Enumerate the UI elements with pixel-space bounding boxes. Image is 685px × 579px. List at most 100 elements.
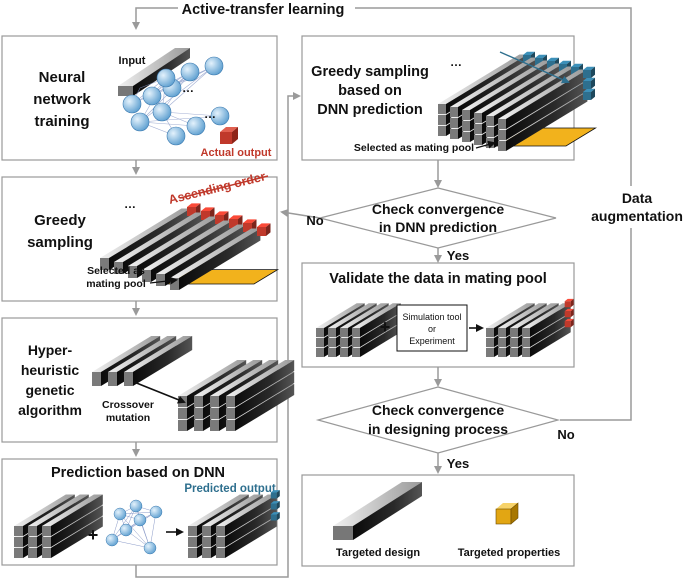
prediction-output-stack [188, 490, 280, 558]
simulation-tool-1: Simulation tool [402, 312, 461, 322]
nn-ellipsis-1: … [182, 81, 194, 95]
nn-edge [139, 71, 191, 123]
cap-cube [564, 308, 574, 318]
bar-end [216, 526, 225, 536]
bar-end [352, 348, 360, 357]
bar-end [450, 129, 458, 139]
cube-front [243, 223, 252, 232]
stack-bar [226, 360, 295, 407]
greedy-cap [257, 223, 271, 236]
simulation-tool-2: or [428, 324, 436, 334]
bar-end [510, 348, 518, 357]
predicted-output-label: Predicted output [184, 483, 276, 495]
bar-end [100, 258, 109, 270]
bar-end [202, 548, 211, 558]
nn-edge [161, 111, 221, 117]
stack-bar [216, 494, 277, 536]
cube-front [187, 207, 196, 216]
bar-end [178, 420, 187, 431]
bar-end [28, 548, 37, 558]
bar-top [328, 303, 377, 328]
bar-end [216, 537, 225, 547]
cube-front [583, 92, 591, 100]
nn-node [166, 126, 186, 146]
bar-side [530, 323, 571, 357]
cube-front [564, 311, 571, 318]
bar-side [506, 91, 588, 151]
bar-end [226, 396, 235, 407]
prediction-network [105, 499, 163, 555]
nn-edge [151, 65, 215, 97]
pred-node [119, 523, 133, 537]
nn-node [186, 116, 206, 136]
bar-end [498, 328, 506, 337]
bar-top [156, 224, 247, 274]
greedy-dnn-title-3: DNN prediction [317, 102, 423, 118]
bar-end [188, 526, 197, 536]
cube-front [270, 514, 277, 521]
cap-cube [564, 318, 574, 328]
convergence-dnn-diamond [319, 187, 557, 249]
bar-top [522, 303, 571, 328]
greedy-pool-label-2: mating pool [86, 278, 146, 290]
bar-end [450, 107, 458, 117]
cube-front [229, 219, 238, 228]
pred-node [113, 507, 127, 521]
bar-end [128, 266, 137, 278]
cube-top [547, 57, 559, 61]
bar-end [486, 328, 494, 337]
cube-front [535, 58, 543, 66]
bar-end [42, 548, 51, 558]
input-label: Input [119, 55, 146, 67]
convergence-design-text-2: in designing process [368, 421, 508, 437]
bar-top [128, 216, 219, 266]
cap-cube [270, 490, 280, 499]
bar-end [340, 328, 348, 337]
bar-top [142, 220, 233, 270]
validate-title: Validate the data in mating pool [329, 271, 547, 287]
bar-end [474, 124, 482, 134]
bar-end [202, 537, 211, 547]
bar-end [226, 420, 235, 431]
validate-output-stack [486, 298, 574, 357]
bar-side [235, 384, 295, 431]
pred-node [133, 513, 147, 527]
bar-top [226, 360, 295, 396]
ga-op-1: Crossover [102, 399, 154, 411]
cap-cube [564, 298, 574, 308]
bar-end [474, 113, 482, 123]
bar-end [108, 372, 117, 386]
augmentation-label-2: augmentation [591, 208, 683, 224]
cube-side [591, 88, 595, 100]
cube-top [229, 215, 243, 219]
genetic-title-2: heuristic [21, 362, 80, 378]
cube-front [523, 55, 531, 63]
bar-top [498, 303, 547, 328]
bar-top [92, 336, 161, 372]
stack-bar [522, 303, 571, 337]
greedy-dnn-ellipsis: … [450, 55, 462, 69]
bar-end [142, 270, 151, 282]
cube-front [270, 503, 277, 510]
nn-node [204, 56, 224, 76]
bar-end [438, 104, 446, 114]
bar-end [328, 348, 336, 357]
bar-side [133, 336, 193, 386]
nn-edge [139, 115, 221, 123]
ga-child-design [178, 360, 295, 431]
bar-side [225, 505, 277, 547]
bar-end [522, 328, 530, 337]
bar-end [352, 328, 360, 337]
cube-top [564, 318, 574, 322]
cube-top [559, 60, 571, 64]
cube-top [583, 88, 595, 92]
bar-side [51, 494, 103, 536]
nn-title-2: network [33, 91, 91, 108]
nn-edge [161, 65, 215, 113]
bar-end [178, 408, 187, 419]
pred-edge [119, 513, 151, 549]
bar-end [14, 548, 23, 558]
cube-top [583, 77, 595, 81]
bar-top [124, 336, 193, 372]
bar-top [194, 360, 263, 396]
